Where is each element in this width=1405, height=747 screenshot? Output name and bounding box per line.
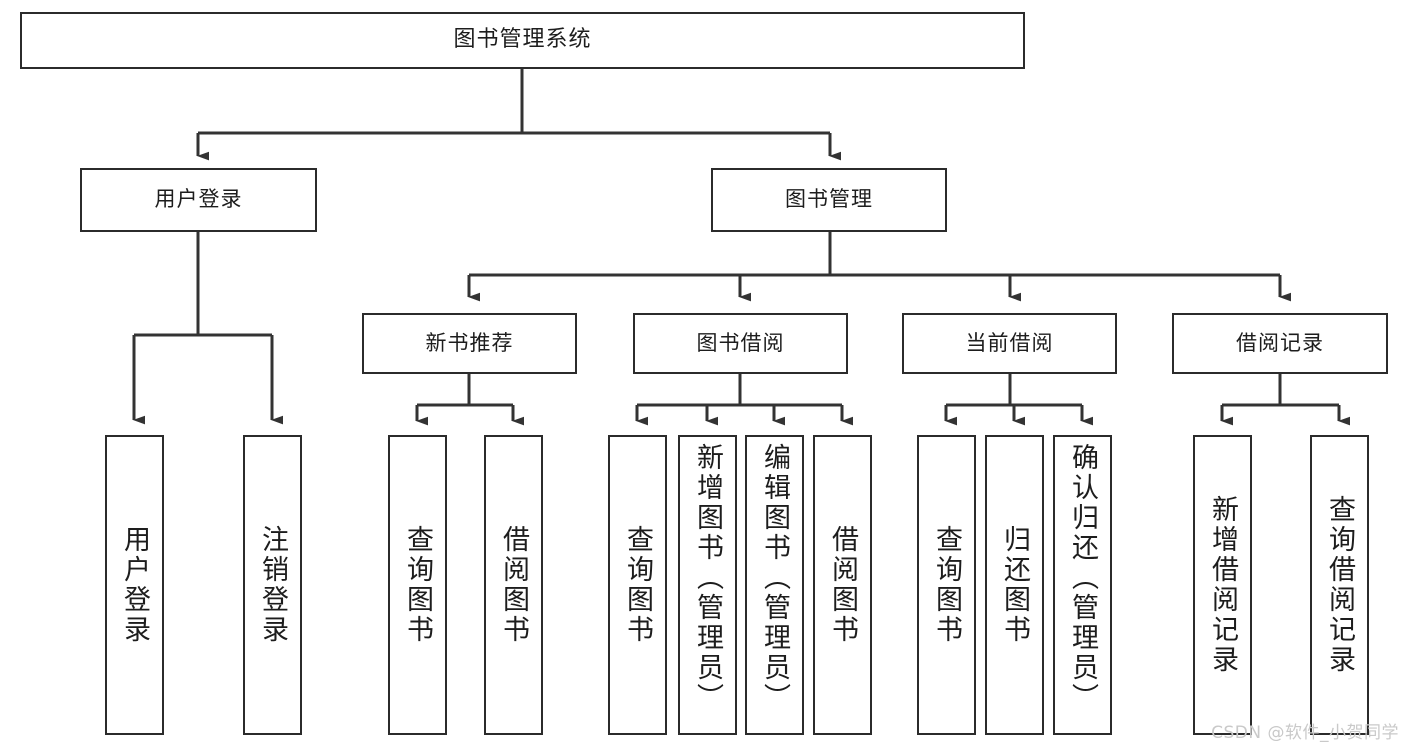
node-label: 新书推荐	[425, 330, 514, 355]
leaf-图书借阅-新增图书[interactable]: 新增图书（管理员）	[678, 435, 737, 735]
node-label: 查询图书	[622, 525, 653, 645]
node-label: 当前借阅	[965, 330, 1054, 355]
node-label: 归还图书	[999, 525, 1030, 645]
node-当前借阅[interactable]: 当前借阅	[902, 313, 1117, 374]
node-label: 用户登录	[154, 187, 243, 212]
node-label: 查询借阅记录	[1324, 495, 1355, 675]
node-新书推荐[interactable]: 新书推荐	[362, 313, 577, 374]
node-label: 注销登录	[257, 525, 288, 645]
leaf-借阅记录-查询借阅记录[interactable]: 查询借阅记录	[1310, 435, 1369, 735]
node-label: 编辑图书（管理员）	[759, 443, 790, 713]
node-label: 图书管理	[785, 187, 873, 212]
leaf-新书推荐-借阅图书[interactable]: 借阅图书	[484, 435, 543, 735]
node-label: 新增图书（管理员）	[692, 443, 723, 713]
node-label: 新增借阅记录	[1207, 495, 1238, 675]
node-root-图书管理系统[interactable]: 图书管理系统	[20, 12, 1025, 69]
leaf-图书借阅-编辑图书[interactable]: 编辑图书（管理员）	[745, 435, 804, 735]
leaf-注销登录[interactable]: 注销登录	[243, 435, 302, 735]
leaf-新书推荐-查询图书[interactable]: 查询图书	[388, 435, 447, 735]
leaf-图书借阅-查询图书[interactable]: 查询图书	[608, 435, 667, 735]
leaf-借阅记录-新增借阅记录[interactable]: 新增借阅记录	[1193, 435, 1252, 735]
node-用户登录[interactable]: 用户登录	[80, 168, 317, 232]
node-label: 借阅图书	[827, 525, 858, 645]
node-label: 查询图书	[402, 525, 433, 645]
node-label: 用户登录	[119, 525, 150, 645]
node-借阅记录[interactable]: 借阅记录	[1172, 313, 1388, 374]
leaf-用户登录[interactable]: 用户登录	[105, 435, 164, 735]
leaf-图书借阅-借阅图书[interactable]: 借阅图书	[813, 435, 872, 735]
leaf-当前借阅-查询图书[interactable]: 查询图书	[917, 435, 976, 735]
leaf-当前借阅-确认归还[interactable]: 确认归还（管理员）	[1053, 435, 1112, 735]
node-图书管理[interactable]: 图书管理	[711, 168, 947, 232]
node-label: 借阅记录	[1236, 330, 1324, 355]
node-label: 图书借阅	[696, 330, 785, 355]
leaf-当前借阅-归还图书[interactable]: 归还图书	[985, 435, 1044, 735]
node-label: 图书管理系统	[453, 27, 592, 53]
node-label: 确认归还（管理员）	[1067, 443, 1098, 713]
node-图书借阅[interactable]: 图书借阅	[633, 313, 848, 374]
node-label: 查询图书	[931, 525, 962, 645]
node-label: 借阅图书	[498, 525, 529, 645]
